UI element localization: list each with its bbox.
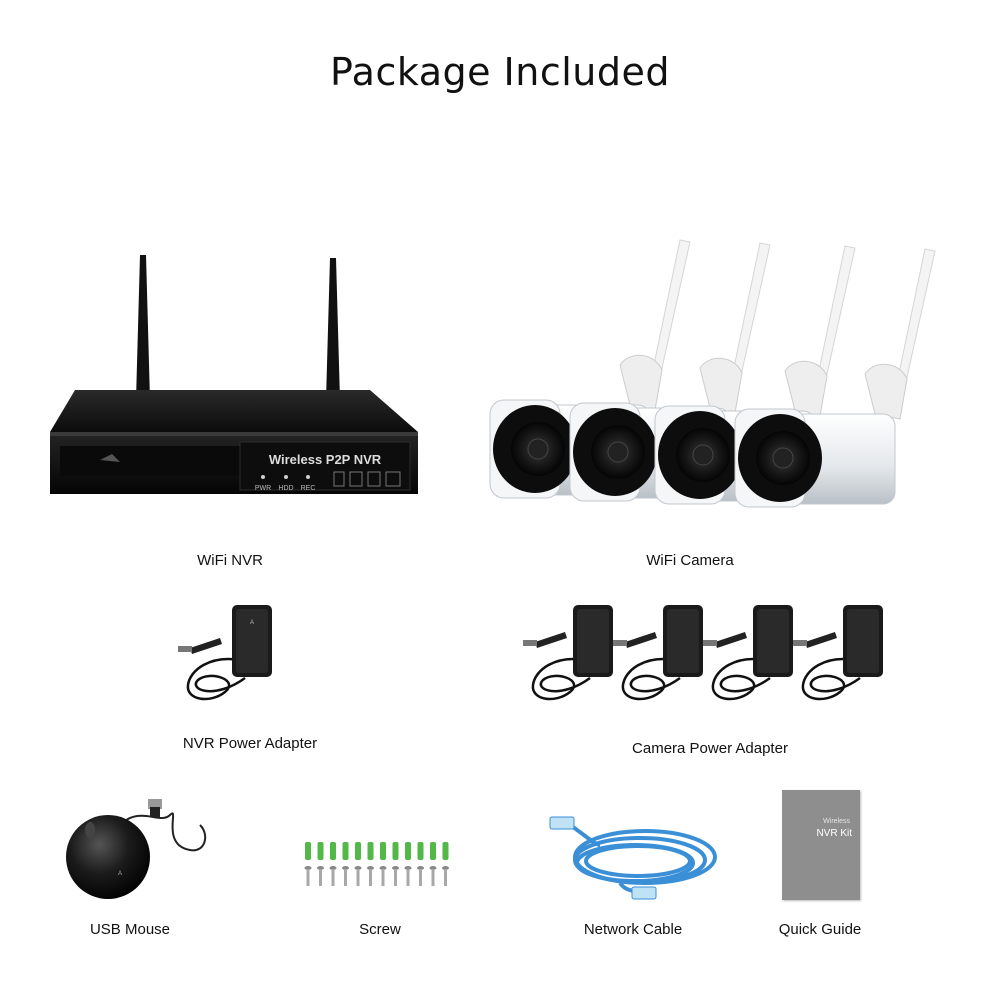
camera-adapter-label: Camera Power Adapter [632, 740, 788, 757]
wall-anchor [405, 842, 411, 860]
quick-guide-image: Wireless NVR Kit [782, 790, 860, 900]
screw-shaft [344, 869, 347, 886]
screw-shaft [369, 869, 372, 886]
camera-adapter-unit [793, 605, 883, 701]
wall-anchor [355, 842, 361, 860]
screw-head [392, 866, 399, 870]
camera-label: WiFi Camera [646, 552, 734, 569]
screw-shaft [406, 869, 410, 886]
mouse-image: A [60, 795, 220, 905]
wall-anchor [442, 842, 449, 860]
camera-adapter-image [515, 600, 895, 710]
led-label-rec: REC [301, 485, 316, 492]
wall-anchor [342, 842, 349, 860]
wall-anchor [330, 842, 336, 860]
screw-head [342, 866, 349, 870]
screw-shaft [444, 869, 447, 886]
nvr-panel-text: Wireless P2P NVR [269, 452, 382, 467]
screw-image [300, 840, 460, 890]
wall-anchor [392, 842, 399, 860]
page-title: Package Included [329, 50, 671, 94]
camera-image [480, 235, 960, 520]
screw-shaft [381, 869, 385, 886]
nvr-image: Wireless P2P NVR PWR HDD REC [40, 250, 430, 510]
quick-guide-label: Quick Guide [778, 921, 862, 938]
wall-anchor [417, 842, 424, 860]
wall-anchor [430, 842, 436, 860]
screw-shaft [356, 869, 360, 886]
svg-text:A: A [118, 871, 122, 877]
camera-unit [734, 248, 936, 508]
screw-head [429, 866, 437, 870]
screw-head [367, 866, 374, 870]
screw-head [304, 866, 312, 870]
screw-head [404, 866, 412, 870]
camera-adapter-unit [523, 605, 613, 701]
screw-label: Screw [359, 921, 401, 938]
screw-head [329, 866, 337, 870]
wall-anchor [317, 842, 324, 860]
screw-shaft [306, 869, 310, 886]
nvr-adapter-image: A [170, 600, 290, 710]
nvr-adapter-label: NVR Power Adapter [182, 735, 318, 752]
guide-cover-line2: NVR Kit [816, 828, 852, 839]
cable-image [540, 805, 720, 905]
screw-shaft [319, 869, 322, 886]
screw-head [379, 866, 387, 870]
nvr-label: WiFi NVR [197, 552, 263, 569]
screw-head [317, 866, 324, 870]
wall-anchor [367, 842, 374, 860]
mouse-label: USB Mouse [89, 921, 171, 938]
camera-adapter-unit [703, 605, 793, 701]
led-label-pwr: PWR [255, 485, 271, 492]
guide-cover-line1: Wireless [823, 818, 850, 825]
screw-shaft [419, 869, 422, 886]
screw-shaft [431, 869, 435, 886]
screw-head [354, 866, 362, 870]
cable-label: Network Cable [583, 921, 683, 938]
camera-adapter-unit [613, 605, 703, 701]
wall-anchor [380, 842, 386, 860]
screw-shaft [331, 869, 335, 886]
wall-anchor [305, 842, 311, 860]
screw-shaft [394, 869, 397, 886]
svg-text:A: A [250, 620, 254, 626]
screw-head [417, 866, 424, 870]
led-label-hdd: HDD [278, 485, 293, 492]
screw-head [442, 866, 449, 870]
